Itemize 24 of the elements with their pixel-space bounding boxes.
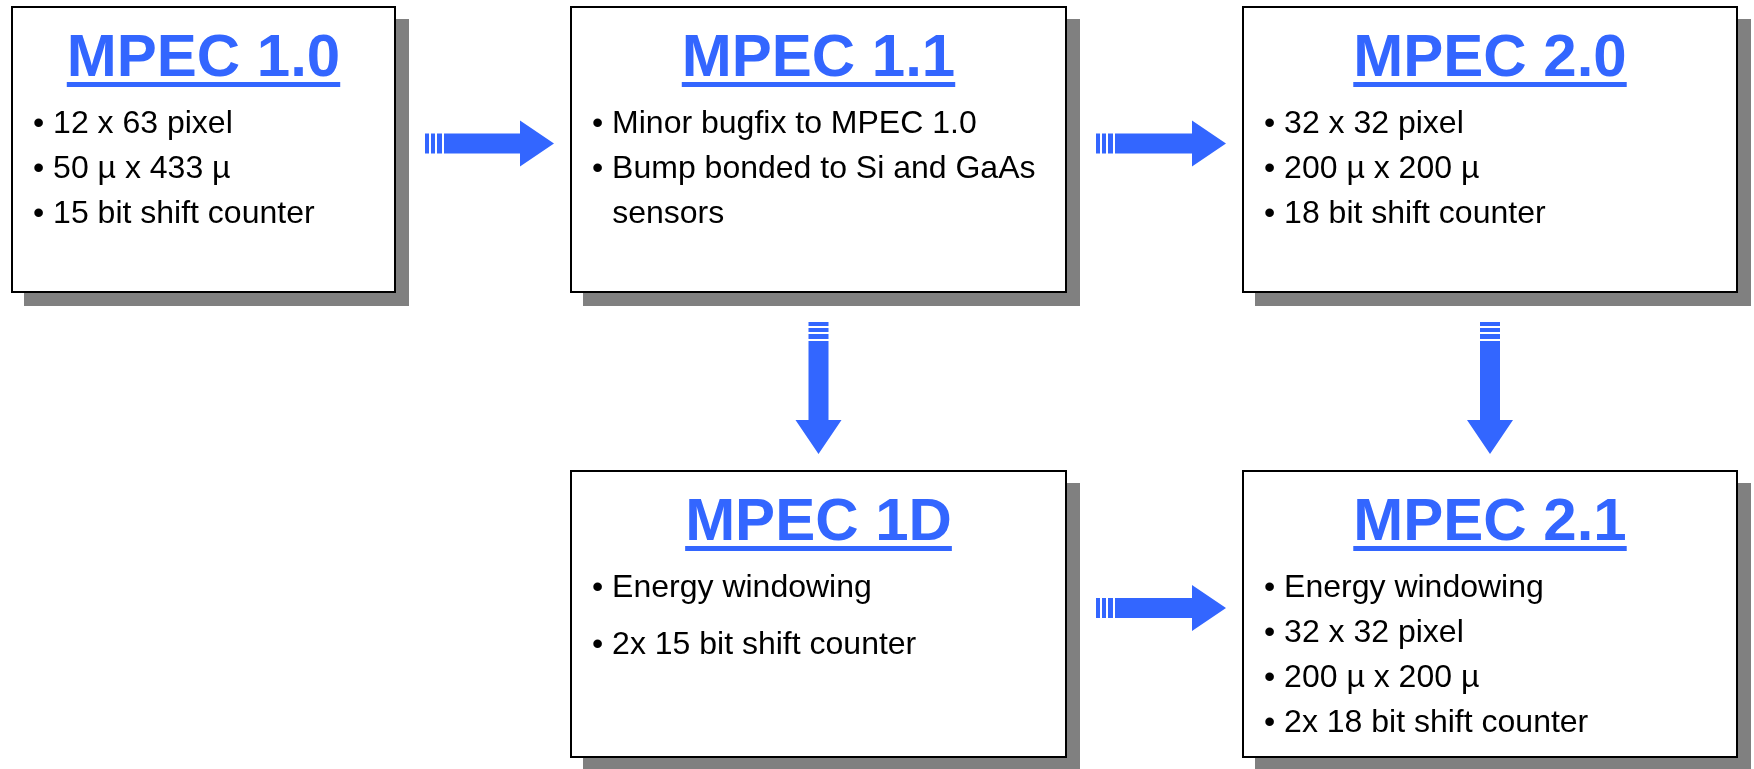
title: MPEC 2.1	[1353, 488, 1627, 552]
block-arrow	[795, 322, 842, 454]
bullet-item: • Bump bonded to Si and GaAs sensors	[592, 148, 1037, 232]
block-arrow	[425, 120, 554, 167]
block-arrow	[1096, 585, 1226, 631]
bullet-item: • 2x 18 bit shift counter	[1264, 702, 1590, 741]
bullet-item: • 32 x 32 pixel	[1264, 612, 1465, 651]
bullet-item: • Minor bugfix to MPEC 1.0	[592, 103, 978, 142]
bullet-item: • 15 bit shift counter	[33, 193, 316, 232]
title: MPEC 1.0	[66, 24, 341, 88]
bullet-item: • 18 bit shift counter	[1264, 193, 1547, 232]
bullet-item: • 200 µ x 200 µ	[1264, 657, 1481, 696]
block-arrow	[1467, 322, 1513, 454]
bullet-item: • Energy windowing	[1264, 567, 1545, 606]
title: MPEC 1.1	[681, 24, 956, 88]
bullet-item: • 50 µ x 433 µ	[33, 148, 232, 187]
title: MPEC 1D	[685, 488, 952, 552]
title: MPEC 2.0	[1353, 24, 1627, 88]
bullet-item: • Energy windowing	[592, 567, 873, 606]
bullet-item: • 12 x 63 pixel	[33, 103, 234, 142]
block-arrow	[1096, 120, 1226, 167]
bullet-item: • 2x 15 bit shift counter	[592, 624, 918, 663]
bullet-item: • 200 µ x 200 µ	[1264, 148, 1481, 187]
bullet-item: • 32 x 32 pixel	[1264, 103, 1465, 142]
